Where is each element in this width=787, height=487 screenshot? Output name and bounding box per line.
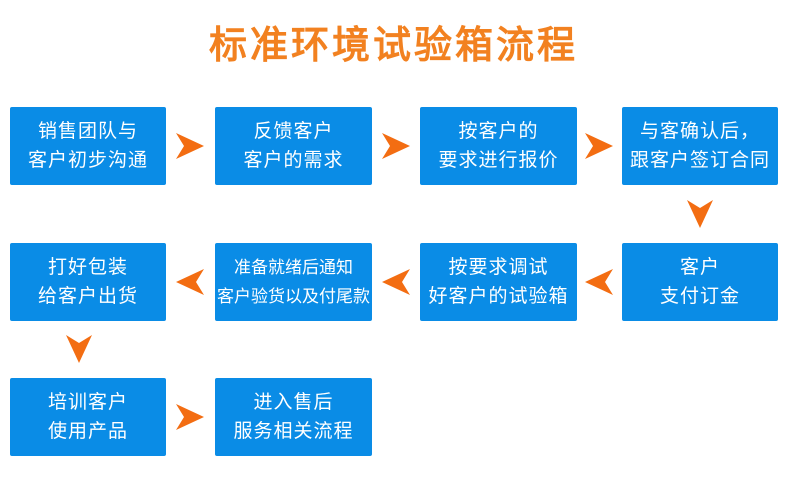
arrow-right-icon [382,133,410,159]
arrow-right-icon [585,133,613,159]
step-line: 打好包装 [47,257,128,278]
arrow-down-icon [687,200,713,228]
flow-step-pack-ship: 打好包装 给客户出货 [10,243,166,321]
arrow-left-icon [176,269,204,295]
arrow-left-icon [585,269,613,295]
flow-step-train-customer: 培训客户 使用产品 [10,378,166,456]
step-line: 进入售后 [253,392,334,413]
step-line: 给客户出货 [37,286,138,307]
arrow-down-icon [66,335,92,363]
step-line: 跟客户签订合同 [629,150,770,171]
flow-step-sign-contract: 与客确认后， 跟客户签订合同 [622,107,778,185]
step-line: 客户初步沟通 [27,150,148,171]
step-line: 客户的需求 [243,150,344,171]
step-line: 销售团队与 [37,121,138,142]
step-line: 准备就绪后通知 [234,258,353,277]
step-line: 客户 [679,257,720,278]
flow-step-debug-chamber: 按要求调试 好客户的试验箱 [420,243,577,321]
step-line: 服务相关流程 [233,421,354,442]
flow-step-feedback-needs: 反馈客户 客户的需求 [215,107,372,185]
arrow-right-icon [176,404,204,430]
page-title: 标准环境试验箱流程 [208,25,578,67]
step-line: 按客户的 [458,121,539,142]
step-line: 与客确认后， [639,121,760,142]
arrow-right-icon [176,133,204,159]
flow-step-pay-deposit: 客户 支付订金 [622,243,778,321]
arrow-left-icon [382,269,410,295]
flow-step-notify-inspection-payment: 准备就绪后通知 客户验货以及付尾款 [215,243,372,321]
step-line: 使用产品 [47,421,128,442]
step-line: 要求进行报价 [438,150,559,171]
step-line: 培训客户 [47,392,128,413]
step-line: 反馈客户 [253,121,334,142]
step-line: 支付订金 [659,286,740,307]
step-line: 按要求调试 [448,257,549,278]
flow-step-initial-communication: 销售团队与 客户初步沟通 [10,107,166,185]
flow-step-quotation: 按客户的 要求进行报价 [420,107,577,185]
flow-step-after-sales-service: 进入售后 服务相关流程 [215,378,372,456]
step-line: 好客户的试验箱 [428,286,569,307]
step-line: 客户验货以及付尾款 [217,287,370,306]
